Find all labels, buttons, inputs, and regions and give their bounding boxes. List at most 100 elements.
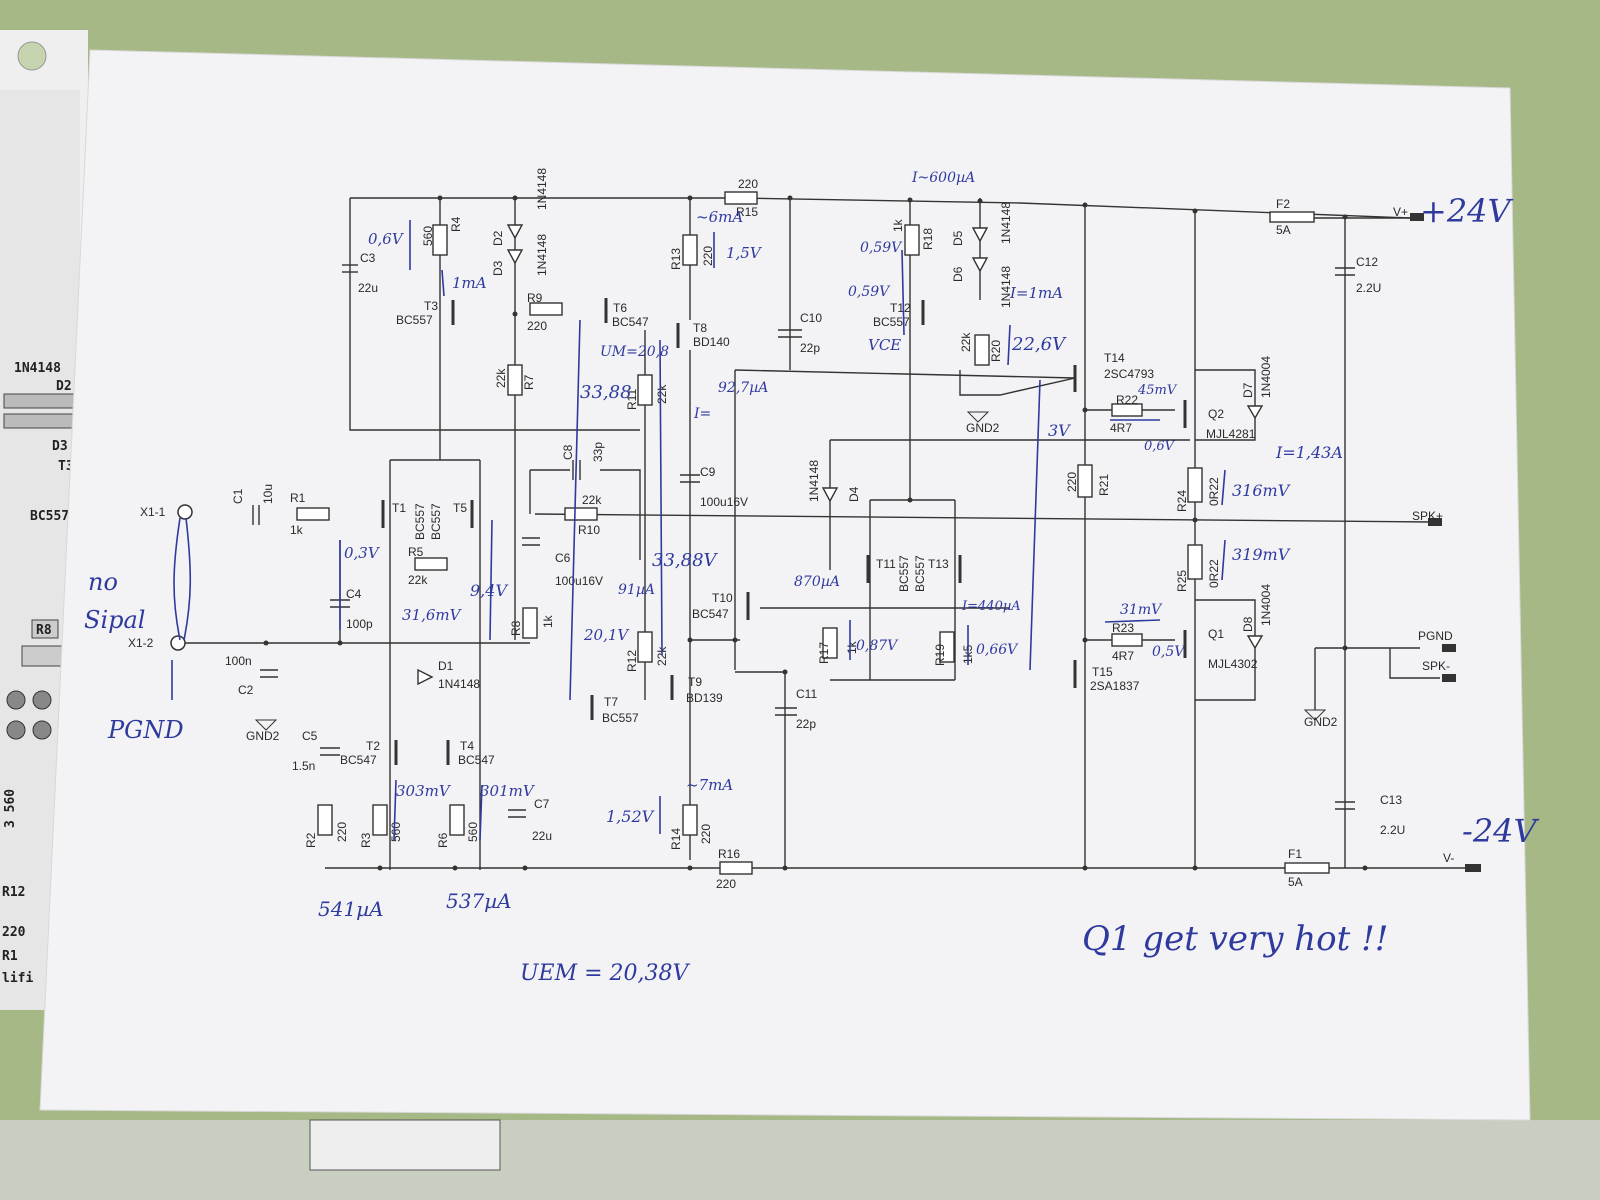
value-label: 0R22	[1207, 559, 1221, 588]
note-voltage: 31,6mV	[402, 606, 463, 624]
under-sheet	[309, 1119, 501, 1171]
ref-label: T14	[1104, 351, 1125, 365]
connector-labels: X1-1 X1-2 V+ V- SPK+ PGND SPK-	[128, 205, 1454, 865]
ref-label: R15	[736, 205, 758, 219]
ref-label: T4	[460, 739, 474, 753]
terminal-block	[1428, 518, 1442, 526]
ref-label: T12	[890, 301, 911, 315]
junction-dots	[263, 195, 1368, 871]
pcb-label: D3	[52, 439, 68, 454]
value-label: BD139	[686, 691, 723, 705]
ref-label: T5	[453, 501, 467, 515]
resistor-body	[724, 191, 758, 205]
value-label: 1.5n	[292, 759, 315, 773]
connector-spk-minus: SPK-	[1422, 659, 1450, 673]
ref-label: F2	[1276, 197, 1290, 211]
ref-label: R2	[304, 832, 318, 848]
pcb-label: 1N4148	[14, 361, 61, 376]
ref-label: R16	[718, 847, 740, 861]
value-label: 2.2U	[1380, 823, 1405, 837]
value-label: BC547	[340, 753, 377, 767]
note-current: 1mA	[452, 274, 487, 292]
note-current: 541µA	[318, 897, 384, 921]
ref-label: T1	[392, 501, 406, 515]
resistor-body	[372, 804, 388, 836]
ref-label: C12	[1356, 255, 1378, 269]
note-voltage: 0,5V	[1152, 644, 1186, 660]
ref-label: R17	[817, 642, 831, 664]
value-label: 220	[1065, 472, 1079, 492]
connector-vplus: V+	[1393, 205, 1408, 219]
value-label: 560	[466, 822, 480, 842]
ref-label: C8	[561, 444, 575, 460]
note-voltage: 1,5V	[726, 244, 763, 262]
ref-label: Q1	[1208, 627, 1224, 641]
diode-triangle	[1246, 635, 1264, 650]
ref-label: T7	[604, 695, 618, 709]
note-current: I=	[693, 406, 711, 422]
ref-label: R21	[1097, 474, 1111, 496]
connector-pad	[177, 504, 193, 520]
note-voltage: 0,59V	[860, 240, 903, 256]
component-bodies	[170, 191, 1481, 875]
note-voltage: 0,6V	[1144, 439, 1176, 454]
ref-label: R14	[669, 828, 683, 850]
ref-label: R8	[509, 620, 523, 636]
note-current: I=1mA	[1009, 284, 1063, 302]
value-label: 1k	[541, 614, 555, 628]
value-label: 1k	[891, 218, 905, 232]
resistor-body	[296, 507, 330, 521]
value-label: 100n	[225, 654, 252, 668]
value-label: 2SA1837	[1090, 679, 1140, 693]
pcb-label: D2	[56, 379, 72, 394]
value-label: 560	[389, 822, 403, 842]
connector-pad	[170, 635, 186, 651]
value-label: 1N4148	[535, 168, 549, 210]
note-voltage: 1,52V	[606, 807, 655, 826]
connector-x1-1: X1-1	[140, 505, 166, 519]
value-label: BC557	[602, 711, 639, 725]
note-voltage: 3V	[1048, 421, 1071, 440]
ref-label: R10	[578, 523, 600, 537]
note-voltage: 22,6V	[1011, 334, 1067, 355]
note-voltage: 0,3V	[344, 544, 381, 562]
note-current: 537µA	[446, 889, 512, 913]
ground-label: GND2	[1304, 715, 1338, 729]
ref-label: D1	[438, 659, 454, 673]
note-voltage: 319mV	[1232, 545, 1291, 564]
ref-label: T3	[424, 299, 438, 313]
resistor-body	[522, 607, 538, 639]
ref-label: R22	[1116, 393, 1138, 407]
note-voltage: 301mV	[480, 782, 536, 800]
ref-label: R6	[436, 832, 450, 848]
resistor-body	[1111, 403, 1143, 417]
pcb-label: 220	[2, 925, 26, 940]
value-label: 33p	[591, 442, 605, 462]
pcb-label: R1	[2, 949, 18, 964]
value-label: 100u16V	[700, 495, 748, 509]
connector-x1-2: X1-2	[128, 636, 154, 650]
note-current: 91µA	[618, 582, 655, 598]
resistor-body	[564, 507, 598, 521]
note-no-signal: no	[88, 568, 118, 596]
note-vplus: +24V	[1420, 192, 1514, 230]
value-label: 22k	[582, 493, 602, 507]
fuse-body	[1269, 211, 1315, 223]
pcb-label: R8	[36, 623, 52, 638]
value-label: BC557	[396, 313, 433, 327]
ref-label: T13	[928, 557, 949, 571]
pcb-label: 3 560	[3, 789, 18, 828]
ref-label: C9	[700, 465, 716, 479]
ground-label: GND2	[246, 729, 280, 743]
value-label: 22u	[358, 281, 378, 295]
paper-sheet	[39, 49, 1531, 1121]
note-current: 92,7µA	[718, 380, 768, 396]
ref-label: R11	[625, 389, 639, 410]
resistor-body	[637, 374, 653, 406]
value-label: 2SC4793	[1104, 367, 1154, 381]
value-label: BC557	[897, 555, 911, 592]
value-label: 1N4148	[807, 460, 821, 502]
note-voltage: 33,88V	[652, 550, 719, 571]
ref-label: R3	[359, 832, 373, 848]
